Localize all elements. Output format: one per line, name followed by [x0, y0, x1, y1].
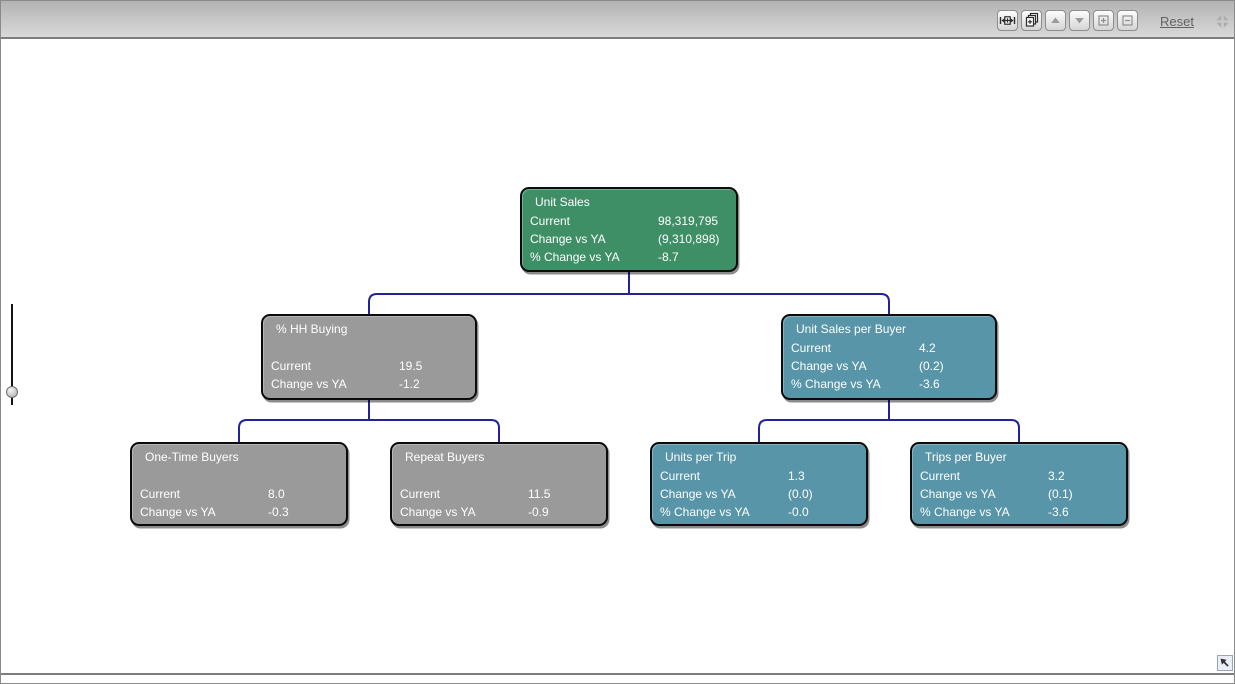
metric-row: Change vs YA (0.1) — [920, 485, 1118, 503]
arrow-up-left-icon — [1218, 656, 1232, 670]
node-title: Trips per Buyer — [920, 448, 1118, 467]
metric-row: % Change vs YA -3.6 — [920, 503, 1118, 521]
expand-width-button[interactable] — [997, 10, 1018, 31]
tree-node-units-per-trip[interactable]: Units per Trip Current 1.3 Change vs YA … — [650, 442, 868, 526]
metric-row: % Change vs YA -8.7 — [530, 248, 728, 266]
expand-width-icon — [999, 12, 1016, 29]
metric-row: Current 8.0 — [140, 485, 338, 503]
node-title: One-Time Buyers — [140, 448, 338, 467]
metric-row: Current 19.5 — [271, 357, 467, 375]
collapse-all-button[interactable] — [1214, 13, 1231, 30]
move-up-button[interactable] — [1045, 10, 1066, 31]
metric-row: Change vs YA (9,310,898) — [530, 230, 728, 248]
tree-node-one-time-buyers[interactable]: One-Time Buyers Current 8.0 Change vs YA… — [130, 442, 348, 526]
node-title: Units per Trip — [660, 448, 858, 467]
metric-row: Current 11.5 — [400, 485, 598, 503]
arrow-down-icon — [1071, 12, 1088, 29]
tree-node-unit-sales-per-buyer[interactable]: Unit Sales per Buyer Current 4.2 Change … — [781, 314, 997, 400]
metric-row: % Change vs YA -3.6 — [791, 375, 987, 393]
node-title: Unit Sales — [530, 193, 728, 212]
content-bottom-border — [1, 673, 1234, 675]
metric-row: Current 1.3 — [660, 467, 858, 485]
arrow-up-icon — [1047, 12, 1064, 29]
metric-row: Current 98,319,795 — [530, 212, 728, 230]
move-down-button[interactable] — [1069, 10, 1090, 31]
metric-row: Change vs YA (0.0) — [660, 485, 858, 503]
zoom-out-button[interactable] — [1117, 10, 1138, 31]
metric-row: Change vs YA -1.2 — [271, 375, 467, 393]
collapse-inward-icon — [1214, 13, 1231, 30]
jump-to-origin-button[interactable] — [1217, 655, 1233, 671]
tree-zoom-slider[interactable] — [1, 299, 25, 411]
cascade-windows-icon — [1023, 12, 1040, 29]
metric-row: Change vs YA (0.2) — [791, 357, 987, 375]
metric-row: Current 3.2 — [920, 467, 1118, 485]
zoom-in-icon — [1095, 12, 1112, 29]
metric-row: Current 4.2 — [791, 339, 987, 357]
metric-row: Change vs YA -0.9 — [400, 503, 598, 521]
node-title: % HH Buying — [271, 320, 467, 339]
zoom-in-button[interactable] — [1093, 10, 1114, 31]
metric-row: % Change vs YA -0.0 — [660, 503, 858, 521]
tree-node-pct-hh-buying[interactable]: % HH Buying Current 19.5 Change vs YA -1… — [261, 314, 477, 400]
reset-link[interactable]: Reset — [1160, 14, 1194, 29]
slider-knob[interactable] — [6, 386, 18, 398]
node-title: Repeat Buyers — [400, 448, 598, 467]
metric-row: Change vs YA -0.3 — [140, 503, 338, 521]
tree-node-trips-per-buyer[interactable]: Trips per Buyer Current 3.2 Change vs YA… — [910, 442, 1128, 526]
tree-node-repeat-buyers[interactable]: Repeat Buyers Current 11.5 Change vs YA … — [390, 442, 608, 526]
node-title: Unit Sales per Buyer — [791, 320, 987, 339]
tree-node-unit-sales[interactable]: Unit Sales Current 98,319,795 Change vs … — [520, 187, 738, 272]
toolbar: Reset — [1, 1, 1234, 39]
cascade-windows-button[interactable] — [1021, 10, 1042, 31]
zoom-out-icon — [1119, 12, 1136, 29]
